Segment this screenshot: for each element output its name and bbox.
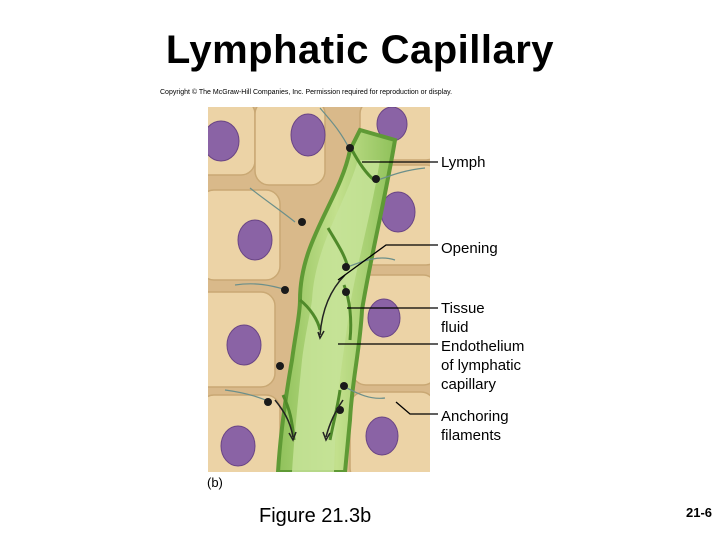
cell-junctions xyxy=(264,144,380,414)
slide-title: Lymphatic Capillary xyxy=(165,28,555,72)
label-opening: Opening xyxy=(441,240,498,257)
label-endothelium: Endothelium of lymphatic capillary xyxy=(441,338,525,393)
label-tissue-fluid: Tissue fluid xyxy=(441,300,485,336)
label-anchoring-filaments: Anchoring filaments xyxy=(441,408,509,444)
copyright-notice: Copyright © The McGraw-Hill Companies, I… xyxy=(160,89,453,96)
leader-anchoring-filaments xyxy=(395,401,438,415)
panel-letter: (b) xyxy=(207,475,223,490)
leader-opening xyxy=(337,244,438,281)
label-lymph: Lymph xyxy=(441,154,486,171)
figure-caption: Figure 21.3b xyxy=(259,505,372,527)
fluid-flow-arrows xyxy=(274,274,346,442)
leader-lines xyxy=(337,161,438,415)
capillary-lumen xyxy=(292,160,380,472)
slide-number: 21-6 xyxy=(686,505,713,520)
